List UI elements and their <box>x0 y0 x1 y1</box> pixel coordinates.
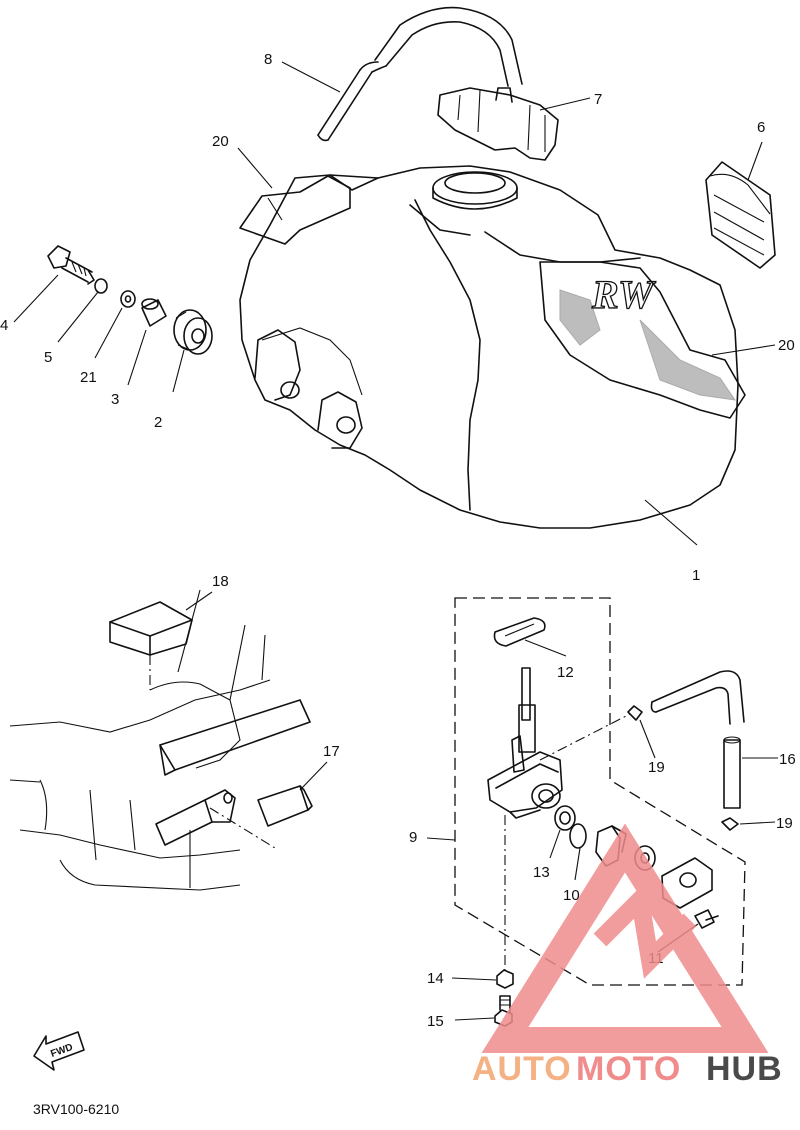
callout-18: 18 <box>212 573 229 590</box>
callout-20-b: 20 <box>778 337 795 354</box>
watermark-moto: MOTO <box>576 1050 681 1088</box>
callout-15: 15 <box>427 1013 444 1030</box>
callout-16: 16 <box>779 751 796 768</box>
callout-19-b: 19 <box>776 815 793 832</box>
callout-13: 13 <box>533 864 550 881</box>
callout-20: 20 <box>212 133 229 150</box>
plate-washer <box>120 290 136 308</box>
fuel-cap <box>437 87 559 161</box>
callout-8: 8 <box>264 51 272 68</box>
mounting-bolt <box>47 245 95 285</box>
frame-detail <box>9 589 313 891</box>
watermark-text: AUTO MOTO HUB <box>472 1050 783 1088</box>
watermark-hub: HUB <box>706 1050 783 1088</box>
callout-14: 14 <box>427 970 444 987</box>
callout-2: 2 <box>154 414 162 431</box>
callout-21: 21 <box>80 369 97 386</box>
callout-4: 4 <box>0 317 8 334</box>
part-code: 3RV100-6210 <box>33 1101 119 1117</box>
callout-19: 19 <box>648 759 665 776</box>
callout-3: 3 <box>111 391 119 408</box>
fuel-tank <box>239 165 739 529</box>
callout-7: 7 <box>594 91 602 108</box>
callout-12: 12 <box>557 664 574 681</box>
callout-1: 1 <box>692 567 700 584</box>
breather-hose <box>317 6 523 142</box>
spring-washer <box>94 278 108 294</box>
callout-labels: 1 2 3 4 5 6 7 8 9 10 11 12 13 14 15 16 1… <box>0 51 796 1030</box>
callout-10: 10 <box>563 887 580 904</box>
fuel-level-plate <box>705 161 776 269</box>
callout-5: 5 <box>44 349 52 366</box>
damper <box>173 309 213 355</box>
forward-arrow: FWD <box>33 1031 85 1071</box>
collar <box>141 298 167 327</box>
watermark-logo <box>481 823 769 1053</box>
callout-17: 17 <box>323 743 340 760</box>
leader-lines <box>13 61 778 1021</box>
callout-9: 9 <box>409 829 417 846</box>
decal-graphic-text: RW <box>591 272 656 317</box>
decal-left <box>239 175 351 245</box>
watermark-auto: AUTO <box>472 1050 572 1088</box>
decal-right: RW <box>539 261 746 419</box>
forward-label: FWD <box>49 1042 74 1060</box>
callout-6: 6 <box>757 119 765 136</box>
